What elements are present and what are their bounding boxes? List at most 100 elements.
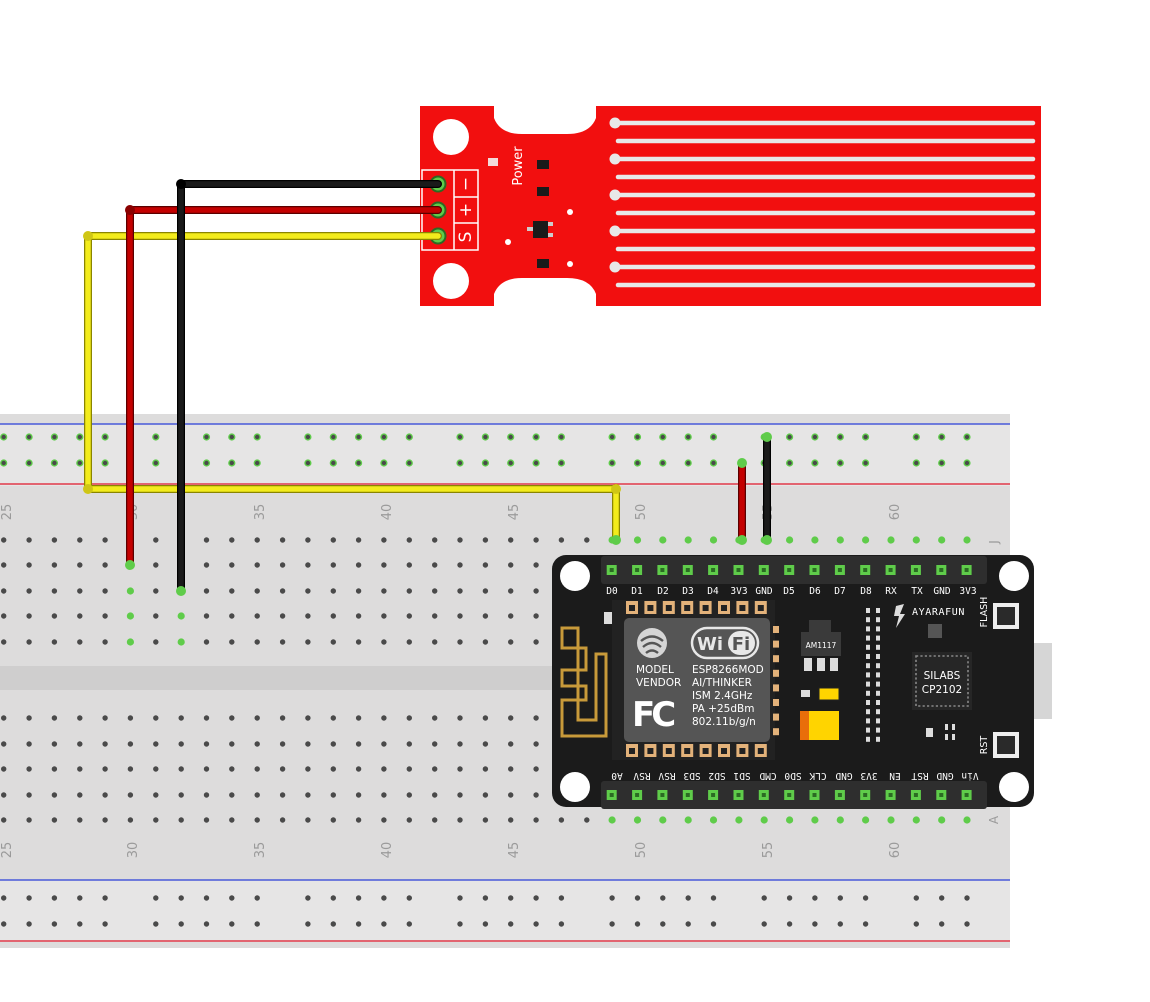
breadboard-hole[interactable]: [1, 613, 7, 619]
breadboard-hole[interactable]: [1, 817, 7, 823]
breadboard-hole[interactable]: [127, 817, 134, 823]
breadboard-hole[interactable]: [330, 766, 336, 772]
breadboard-hole[interactable]: [584, 537, 590, 543]
breadboard-hole[interactable]: [279, 639, 286, 645]
power-rail-hole[interactable]: [330, 921, 336, 927]
breadboard-hole[interactable]: [77, 588, 83, 594]
breadboard-hole[interactable]: [912, 536, 920, 544]
breadboard-hole[interactable]: [126, 612, 134, 620]
power-rail-hole[interactable]: [203, 921, 210, 927]
breadboard-hole[interactable]: [836, 536, 844, 544]
breadboard-hole[interactable]: [51, 766, 58, 772]
breadboard-hole[interactable]: [963, 536, 971, 544]
breadboard-hole[interactable]: [153, 817, 159, 823]
power-rail-hole[interactable]: [355, 895, 362, 901]
breadboard-hole[interactable]: [229, 792, 235, 798]
power-rail-hole[interactable]: [609, 921, 615, 927]
breadboard-hole[interactable]: [279, 715, 286, 721]
breadboard-hole[interactable]: [305, 613, 311, 619]
breadboard-hole[interactable]: [330, 741, 336, 747]
breadboard-hole[interactable]: [102, 562, 108, 568]
breadboard-hole[interactable]: [432, 562, 438, 568]
breadboard-hole[interactable]: [254, 639, 260, 645]
breadboard-hole[interactable]: [709, 536, 718, 544]
breadboard-hole[interactable]: [203, 588, 210, 594]
breadboard-hole[interactable]: [77, 792, 83, 798]
breadboard-hole[interactable]: [254, 817, 260, 823]
breadboard-hole[interactable]: [406, 537, 412, 543]
breadboard-hole[interactable]: [457, 817, 463, 823]
breadboard-hole[interactable]: [279, 613, 286, 619]
power-rail-hole[interactable]: [254, 921, 260, 927]
breadboard-hole[interactable]: [482, 792, 489, 798]
breadboard-hole[interactable]: [305, 817, 311, 823]
breadboard-hole[interactable]: [533, 741, 539, 747]
breadboard-hole[interactable]: [406, 562, 412, 568]
breadboard-hole[interactable]: [330, 537, 336, 543]
breadboard-hole[interactable]: [153, 588, 159, 594]
power-rail-hole[interactable]: [77, 895, 83, 901]
power-rail-hole[interactable]: [685, 921, 691, 927]
power-rail-hole[interactable]: [51, 921, 58, 927]
breadboard-hole[interactable]: [279, 588, 286, 594]
power-rail-hole[interactable]: [482, 895, 489, 901]
breadboard-hole[interactable]: [77, 766, 83, 772]
breadboard-hole[interactable]: [432, 613, 438, 619]
breadboard-hole[interactable]: [381, 741, 387, 747]
breadboard-hole[interactable]: [482, 715, 489, 721]
power-rail-hole[interactable]: [660, 921, 666, 927]
breadboard-hole[interactable]: [406, 741, 412, 747]
breadboard-hole[interactable]: [254, 562, 260, 568]
breadboard-hole[interactable]: [533, 766, 539, 772]
power-rail-hole[interactable]: [862, 921, 869, 927]
breadboard-hole[interactable]: [229, 766, 235, 772]
breadboard-hole[interactable]: [203, 613, 210, 619]
breadboard-hole[interactable]: [406, 817, 412, 823]
power-rail-hole[interactable]: [203, 895, 210, 901]
breadboard-hole[interactable]: [355, 562, 362, 568]
breadboard-hole[interactable]: [406, 639, 412, 645]
breadboard-hole[interactable]: [51, 588, 58, 594]
breadboard-hole[interactable]: [735, 816, 743, 824]
breadboard-hole[interactable]: [533, 613, 539, 619]
breadboard-hole[interactable]: [432, 741, 438, 747]
breadboard-hole[interactable]: [432, 817, 438, 823]
breadboard-hole[interactable]: [254, 537, 260, 543]
breadboard-hole[interactable]: [203, 792, 210, 798]
breadboard-hole[interactable]: [279, 562, 286, 568]
breadboard-hole[interactable]: [355, 537, 362, 543]
breadboard-hole[interactable]: [482, 817, 489, 823]
breadboard-hole[interactable]: [684, 536, 692, 544]
power-rail-hole[interactable]: [812, 921, 818, 927]
breadboard-hole[interactable]: [102, 537, 108, 543]
power-rail-hole[interactable]: [305, 895, 311, 901]
breadboard-hole[interactable]: [355, 639, 362, 645]
breadboard-hole[interactable]: [432, 588, 438, 594]
breadboard-hole[interactable]: [381, 588, 387, 594]
power-rail-hole[interactable]: [153, 895, 159, 901]
breadboard-hole[interactable]: [153, 537, 159, 543]
flash-button-cap[interactable]: [997, 607, 1015, 625]
breadboard-hole[interactable]: [254, 792, 260, 798]
breadboard-hole[interactable]: [203, 639, 210, 645]
breadboard-hole[interactable]: [305, 715, 311, 721]
power-rail-hole[interactable]: [786, 921, 793, 927]
breadboard-hole[interactable]: [51, 792, 58, 798]
breadboard-hole[interactable]: [558, 817, 565, 823]
breadboard-hole[interactable]: [229, 537, 235, 543]
power-rail-hole[interactable]: [558, 921, 565, 927]
breadboard-hole[interactable]: [836, 816, 844, 824]
breadboard-hole[interactable]: [1, 639, 7, 645]
breadboard-hole[interactable]: [26, 766, 32, 772]
power-rail-hole[interactable]: [761, 895, 767, 901]
breadboard-hole[interactable]: [432, 766, 438, 772]
breadboard-hole[interactable]: [355, 715, 362, 721]
breadboard-hole[interactable]: [432, 639, 438, 645]
power-rail-hole[interactable]: [26, 921, 32, 927]
power-rail-hole[interactable]: [482, 921, 489, 927]
breadboard-hole[interactable]: [533, 639, 539, 645]
power-rail-hole[interactable]: [305, 921, 311, 927]
breadboard-hole[interactable]: [26, 562, 32, 568]
breadboard-hole[interactable]: [254, 613, 260, 619]
power-rail-hole[interactable]: [178, 921, 184, 927]
